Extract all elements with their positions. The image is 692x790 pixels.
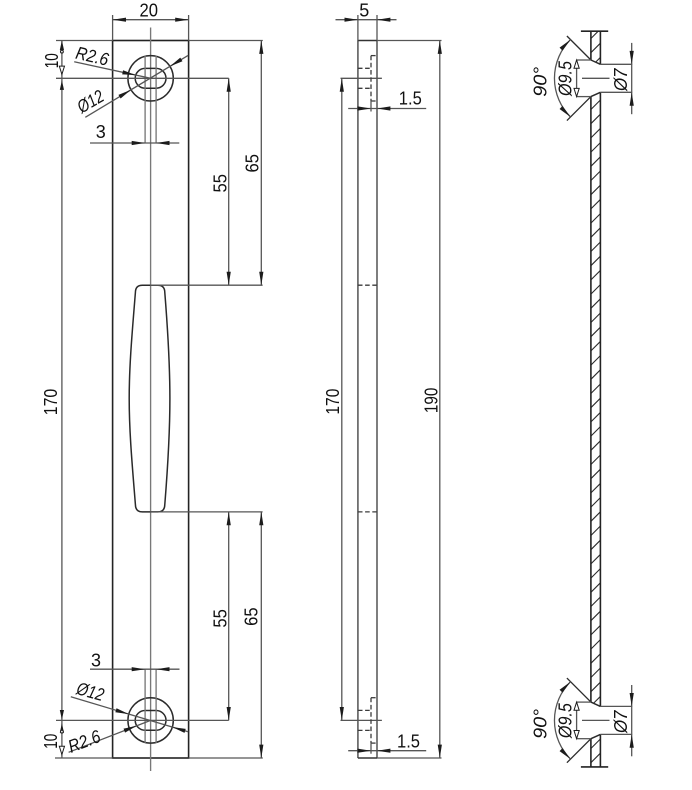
svg-text:10: 10 [41,734,61,749]
svg-text:1.5: 1.5 [397,731,420,751]
svg-text:5: 5 [359,1,369,21]
svg-text:20: 20 [140,1,159,21]
svg-text:170: 170 [323,389,343,415]
svg-text:170: 170 [41,389,61,416]
svg-text:Ø9.5: Ø9.5 [556,60,576,97]
svg-text:1.5: 1.5 [399,88,422,108]
svg-text:55: 55 [210,174,230,193]
svg-text:3: 3 [96,122,106,142]
svg-text:190: 190 [421,388,441,414]
svg-text:3: 3 [91,650,101,670]
svg-text:10: 10 [42,53,62,68]
svg-text:90°: 90° [530,709,550,739]
svg-text:65: 65 [242,154,262,173]
svg-text:65: 65 [242,607,262,626]
svg-text:Ø7: Ø7 [611,68,631,92]
svg-text:Ø9.5: Ø9.5 [556,702,576,739]
svg-text:55: 55 [210,609,230,628]
svg-text:Ø7: Ø7 [611,710,631,734]
svg-text:90°: 90° [530,67,550,97]
